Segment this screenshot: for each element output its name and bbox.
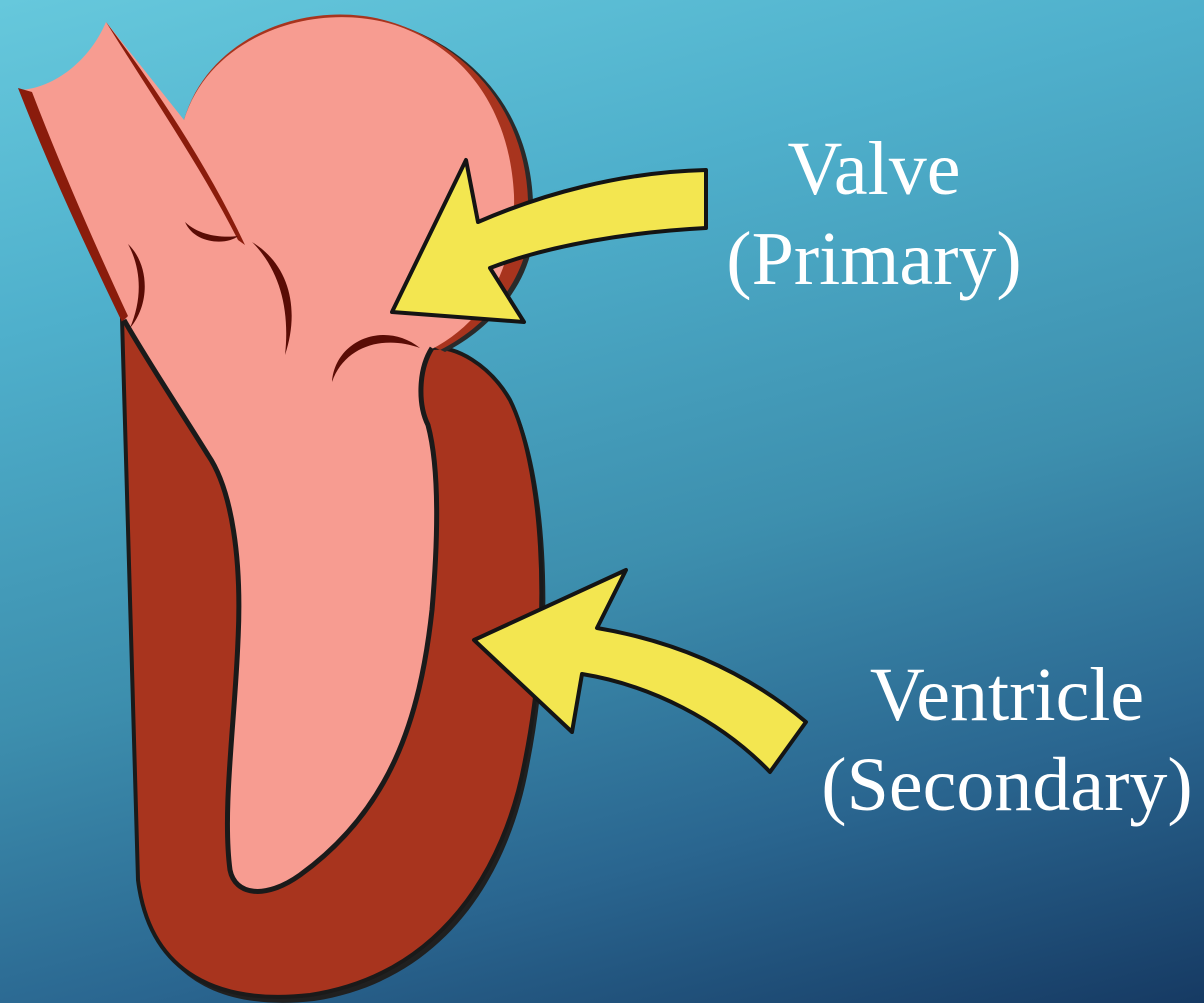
ventricle-label-line1: Ventricle bbox=[812, 650, 1202, 740]
valve-label: Valve (Primary) bbox=[716, 124, 1032, 304]
valve-label-line1: Valve bbox=[716, 124, 1032, 214]
ventricle-label-line2: (Secondary) bbox=[812, 740, 1202, 830]
valve-label-line2: (Primary) bbox=[716, 214, 1032, 304]
ventricle-label: Ventricle (Secondary) bbox=[812, 650, 1202, 830]
